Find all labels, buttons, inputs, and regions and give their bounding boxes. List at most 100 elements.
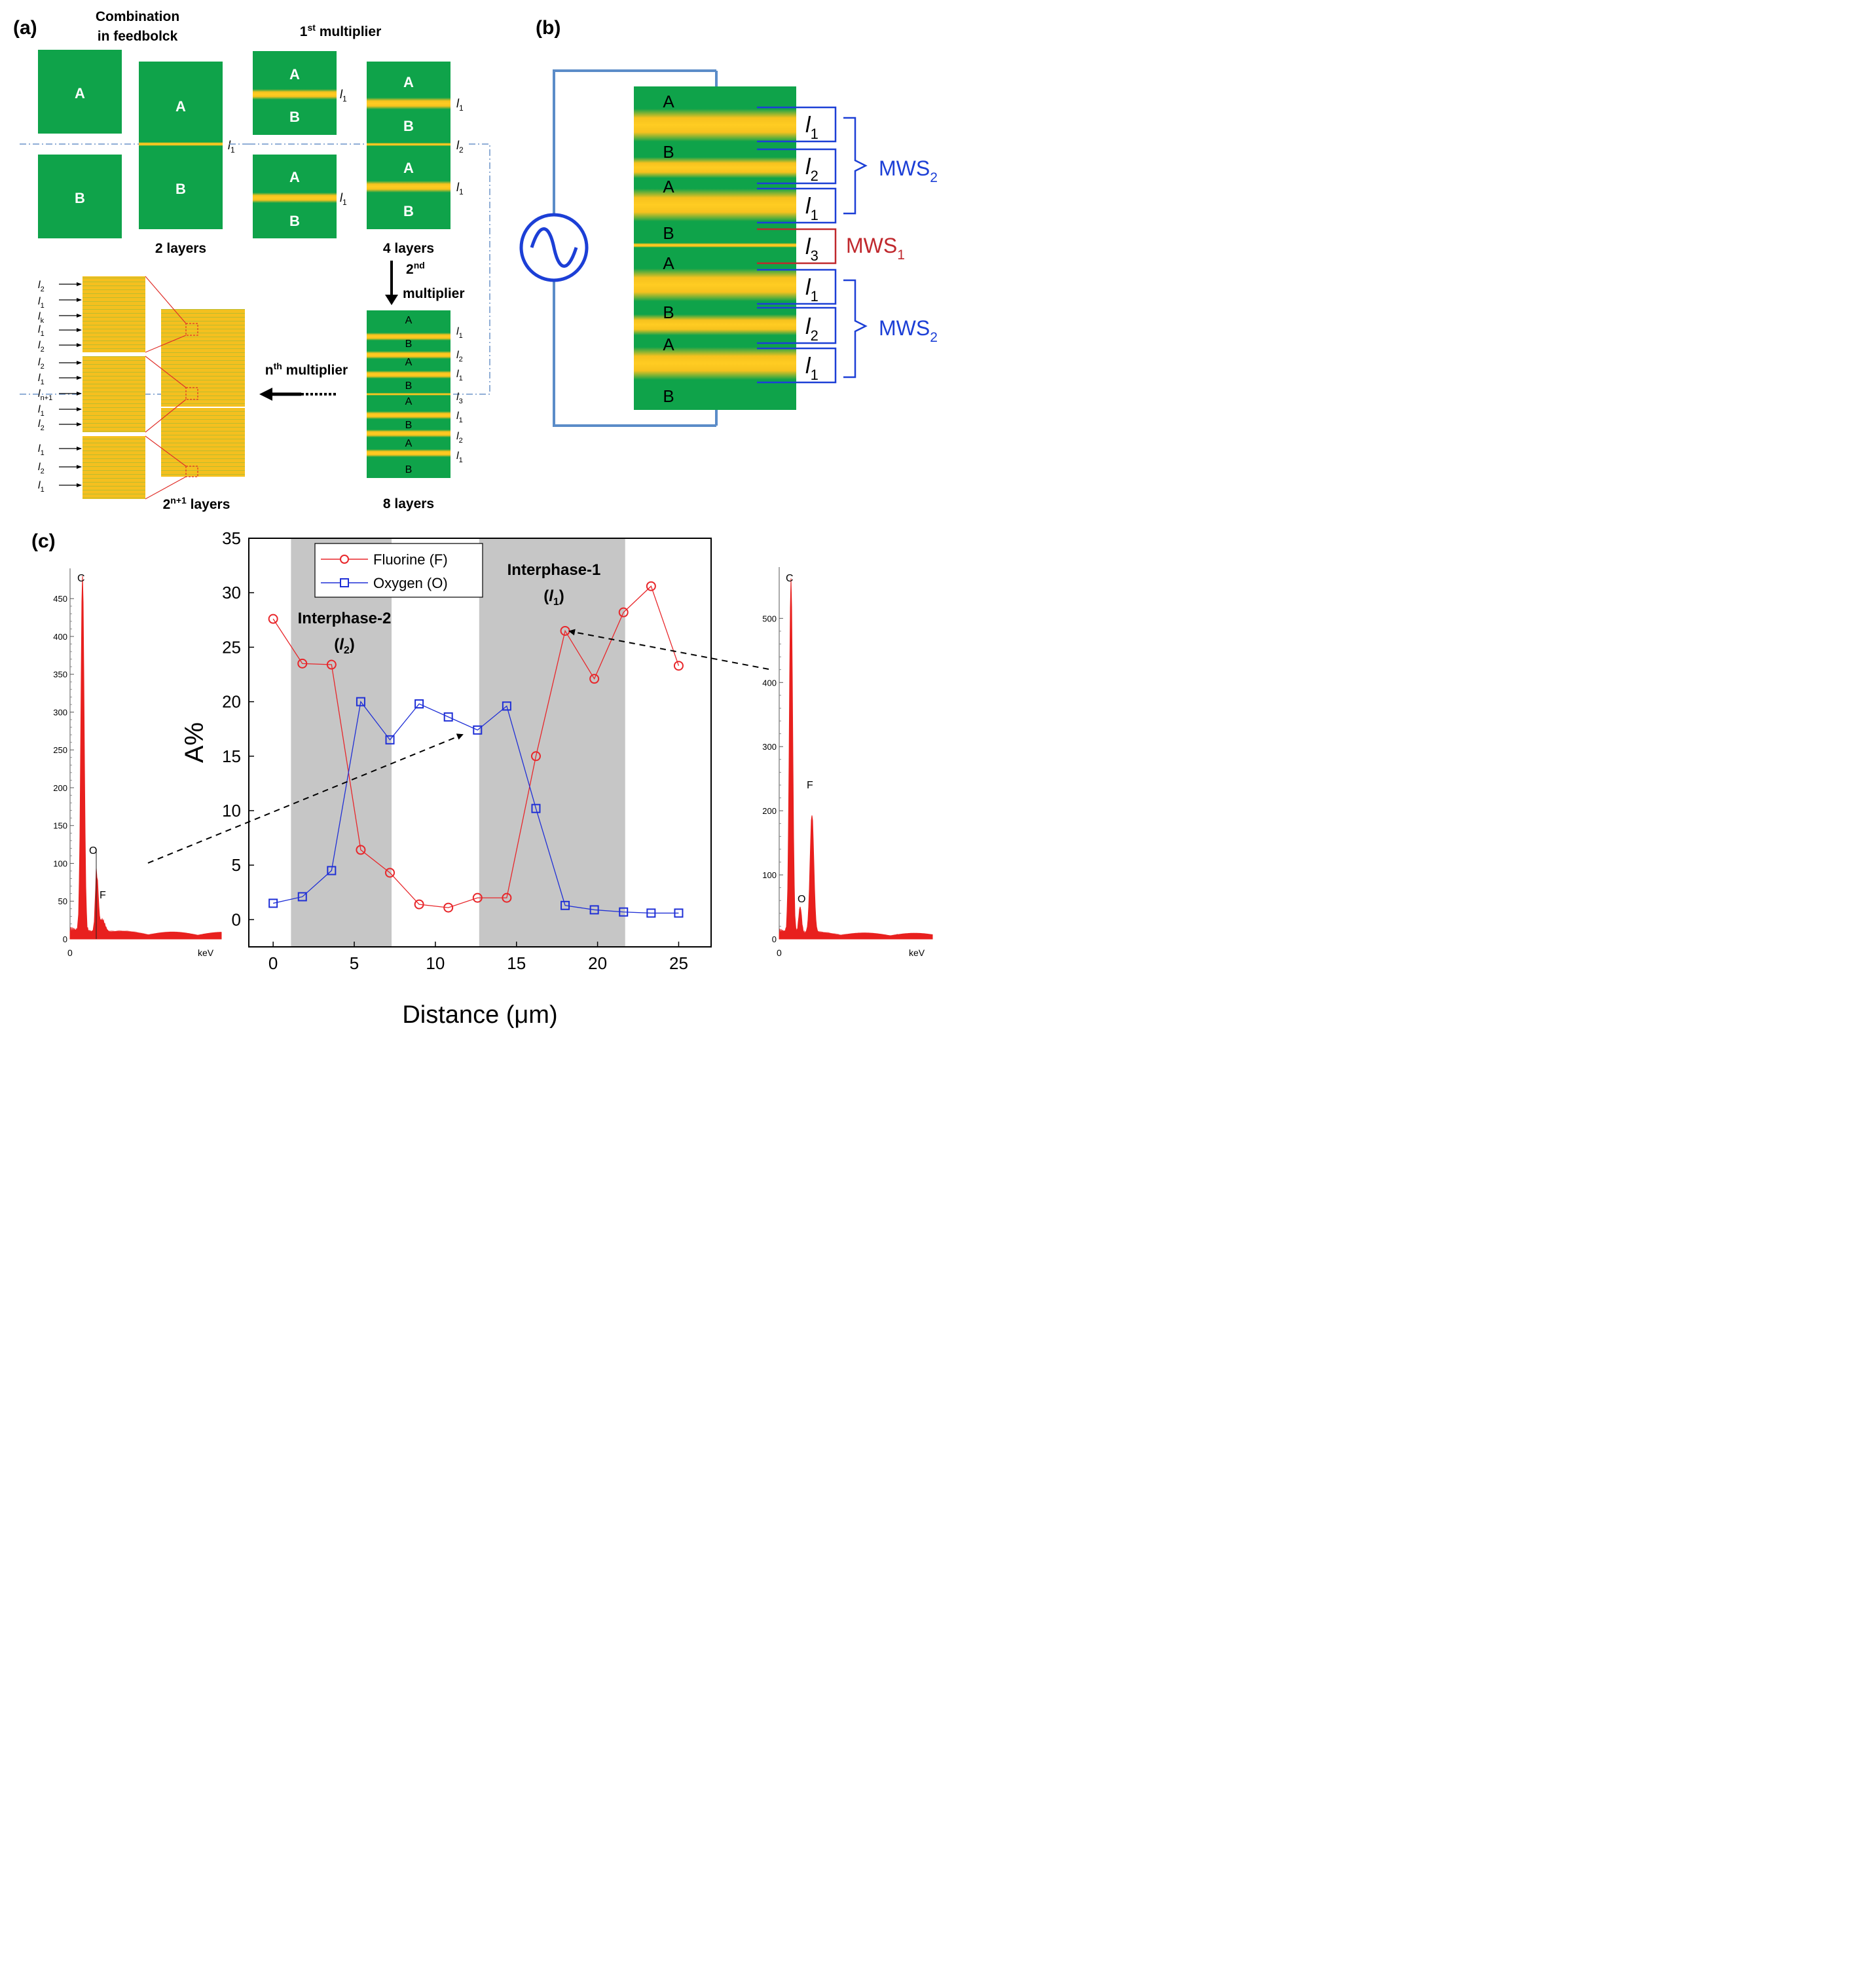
label-l1: l1 bbox=[340, 191, 347, 207]
brace bbox=[843, 117, 868, 215]
data-point-oxygen bbox=[414, 699, 424, 709]
data-point-fluorine bbox=[326, 659, 337, 670]
label-l2: l2 bbox=[456, 431, 463, 445]
edx-y-tick-label: 450 bbox=[53, 594, 67, 604]
layer-B-label: B bbox=[403, 203, 414, 219]
edx-y-tick-label: 100 bbox=[762, 870, 777, 880]
zoom-box bbox=[185, 387, 198, 400]
interphase-band bbox=[253, 89, 337, 100]
peak-O-label: O bbox=[798, 894, 805, 905]
svg-text:l1: l1 bbox=[38, 404, 45, 418]
layer-A-label: A bbox=[289, 169, 300, 185]
svg-text:l2: l2 bbox=[805, 314, 818, 344]
eight-layer-block bbox=[367, 310, 450, 478]
data-point-oxygen bbox=[502, 701, 511, 711]
peak-C-label: C bbox=[786, 573, 794, 584]
peak-O-label: O bbox=[89, 845, 97, 856]
block-B-label: B bbox=[75, 190, 85, 206]
data-point-fluorine bbox=[589, 674, 600, 684]
label-l3: l3 bbox=[456, 392, 463, 405]
panel-b: (b) A B A B A B A B bbox=[519, 17, 938, 427]
data-point-fluorine bbox=[297, 658, 308, 669]
data-point-oxygen bbox=[385, 735, 395, 745]
svg-text:l1: l1 bbox=[805, 113, 818, 142]
label-l2: l2 bbox=[456, 350, 463, 363]
data-point-fluorine bbox=[385, 868, 395, 878]
layer-A-label: A bbox=[175, 98, 186, 115]
layer-B-label: B bbox=[405, 420, 413, 431]
arrow-head bbox=[385, 295, 398, 305]
panel-b-label: (b) bbox=[536, 17, 561, 39]
shaded-region bbox=[479, 538, 625, 947]
data-point-oxygen bbox=[356, 697, 365, 707]
data-point-oxygen bbox=[646, 908, 656, 918]
edx-y-tick-label: 300 bbox=[762, 742, 777, 752]
caption-8-layers: 8 layers bbox=[383, 496, 434, 511]
edx-y-tick-label: 200 bbox=[762, 806, 777, 816]
caption-4-layers: 4 layers bbox=[383, 241, 434, 256]
layer-label: A bbox=[663, 92, 674, 111]
zoom-box bbox=[185, 323, 198, 336]
data-point-oxygen bbox=[268, 898, 278, 908]
label-l1: l1 bbox=[456, 97, 464, 113]
data-point-fluorine bbox=[502, 893, 512, 903]
data-point-oxygen bbox=[589, 905, 599, 915]
data-point-oxygen bbox=[327, 866, 337, 875]
legend-marker-circle bbox=[340, 555, 349, 564]
data-point-oxygen bbox=[443, 712, 453, 722]
edx-y-tick-label: 400 bbox=[762, 678, 777, 688]
layer-A-label: A bbox=[405, 396, 413, 407]
y-tick-label: 25 bbox=[222, 637, 241, 657]
zoom-box bbox=[185, 466, 198, 477]
label-l2: l2 bbox=[456, 139, 464, 155]
y-axis-title: A% bbox=[180, 722, 209, 763]
x-zero: 0 bbox=[67, 948, 73, 958]
layer-A-label: A bbox=[405, 315, 413, 326]
x-unit: keV bbox=[909, 948, 925, 958]
y-tick-label: 10 bbox=[222, 801, 241, 820]
data-point-oxygen bbox=[561, 900, 570, 910]
caption-2-layers: 2 layers bbox=[155, 241, 206, 256]
data-point-fluorine bbox=[530, 751, 541, 762]
svg-text:l2: l2 bbox=[38, 340, 45, 354]
brace bbox=[843, 279, 868, 378]
svg-text:l2: l2 bbox=[38, 280, 45, 293]
x-tick-label: 15 bbox=[507, 953, 526, 973]
layer-A-label: A bbox=[405, 357, 413, 368]
shaded-region bbox=[291, 538, 392, 947]
y-tick-label: 30 bbox=[222, 583, 241, 602]
y-tick-label: 5 bbox=[232, 855, 241, 875]
interphase-boxes bbox=[757, 106, 837, 384]
legend-oxygen: Oxygen (O) bbox=[373, 575, 448, 591]
data-point-fluorine bbox=[356, 845, 366, 855]
edx-y-tick-label: 50 bbox=[58, 896, 67, 906]
edx-y-tick-label: 150 bbox=[53, 821, 67, 831]
data-point-oxygen bbox=[473, 725, 483, 735]
layer-label: A bbox=[663, 177, 674, 196]
x-tick-label: 25 bbox=[669, 953, 688, 973]
layer-label: A bbox=[663, 335, 674, 354]
layer-label: A bbox=[663, 253, 674, 273]
mult2-title-line1: 2nd bbox=[406, 260, 425, 277]
multilayer-block bbox=[161, 309, 245, 477]
label-l1: l1 bbox=[456, 369, 463, 382]
mws2-label: MWS2 bbox=[879, 316, 938, 345]
interphase-band bbox=[253, 193, 337, 203]
peak-F-label: F bbox=[100, 890, 106, 901]
data-point-fluorine bbox=[443, 902, 454, 913]
svg-text:l1: l1 bbox=[38, 373, 45, 386]
svg-text:l1: l1 bbox=[805, 354, 818, 383]
dashed-arrow-right bbox=[568, 629, 769, 670]
layer-B-label: B bbox=[289, 213, 300, 229]
layer-label: B bbox=[663, 142, 674, 162]
svg-text:l1: l1 bbox=[38, 296, 45, 310]
layer-label: B bbox=[663, 386, 674, 406]
svg-text:l2: l2 bbox=[38, 418, 45, 432]
layered-sample bbox=[634, 86, 796, 410]
data-point-fluorine bbox=[673, 661, 684, 671]
block-A bbox=[38, 50, 122, 134]
data-point-fluorine bbox=[414, 899, 424, 910]
svg-text:l1: l1 bbox=[38, 324, 45, 338]
